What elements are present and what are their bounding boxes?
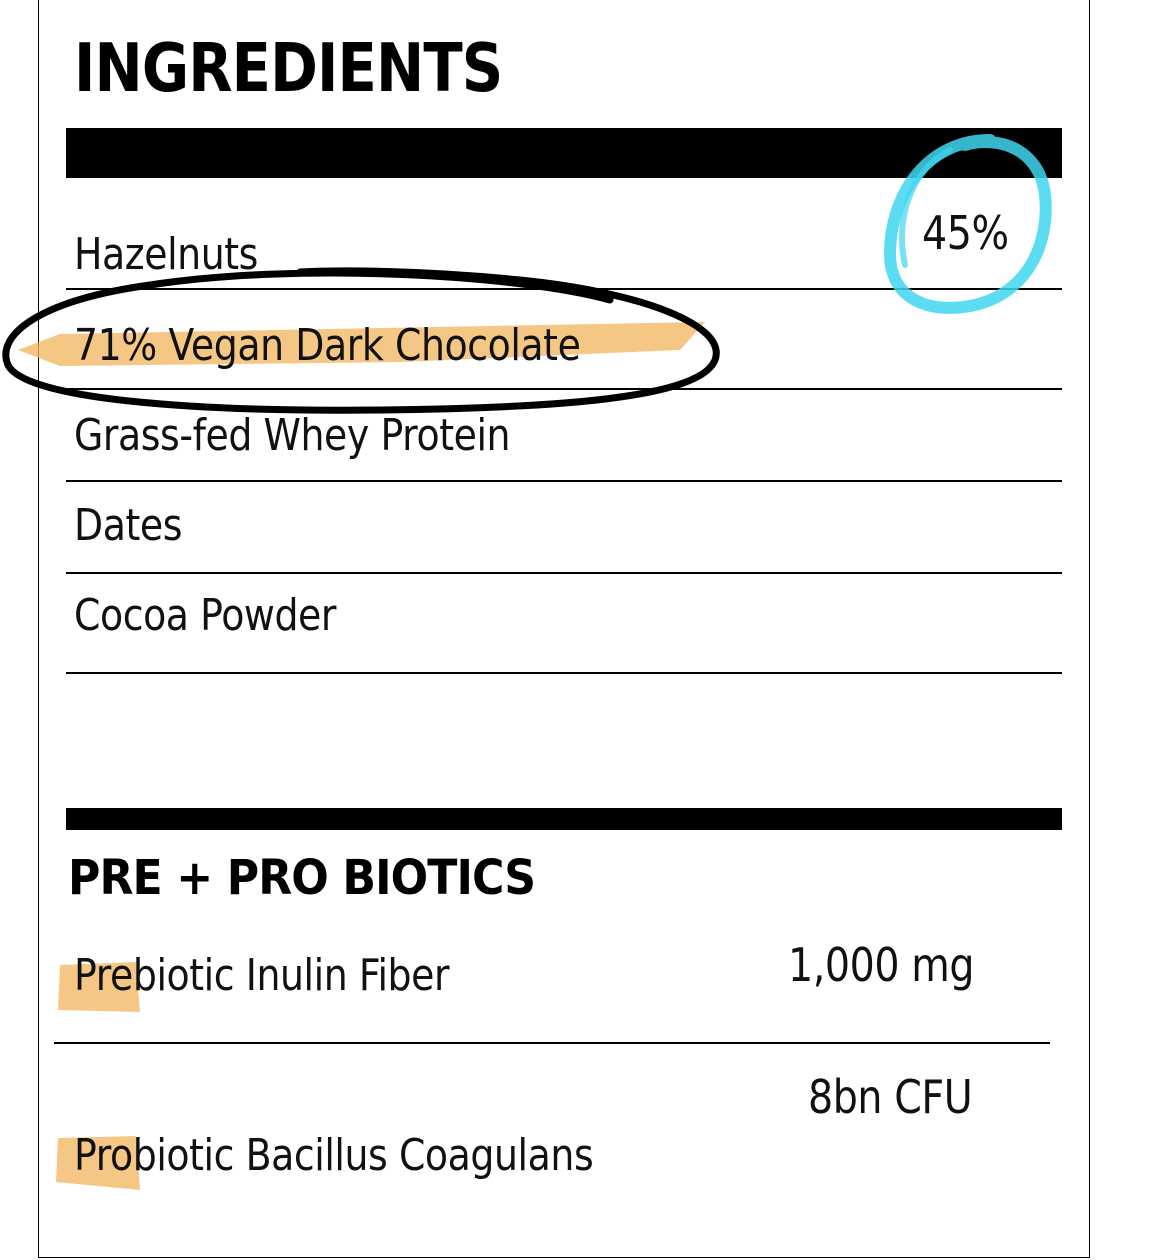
row-divider: [66, 288, 1062, 290]
ingredients-top-bar: [66, 128, 1062, 178]
row-divider: [66, 480, 1062, 482]
row-divider: [66, 572, 1062, 574]
row-divider: [66, 388, 1062, 390]
biotic-amount-prebiotic: 1,000 mg: [788, 938, 975, 992]
biotic-amount-probiotic: 8bn CFU: [808, 1070, 973, 1124]
ingredient-row-cocoa-powder: Cocoa Powder: [74, 590, 337, 641]
biotics-title: PRE + PRO BIOTICS: [68, 850, 536, 906]
biotic-row-probiotic: Probiotic Bacillus Coagulans: [74, 1130, 594, 1181]
ingredient-row-dark-chocolate: 71% Vegan Dark Chocolate: [74, 320, 581, 371]
ingredient-amount-hazelnuts: 45%: [922, 206, 1009, 260]
ingredient-row-dates: Dates: [74, 500, 183, 551]
ingredient-row-whey-protein: Grass-fed Whey Protein: [74, 410, 511, 461]
row-divider: [54, 1042, 1050, 1044]
ingredients-title: INGREDIENTS: [74, 30, 503, 108]
biotic-row-prebiotic: Prebiotic Inulin Fiber: [74, 950, 450, 1001]
row-divider: [66, 672, 1062, 674]
biotics-top-bar: [66, 808, 1062, 830]
ingredient-row-hazelnuts: Hazelnuts: [74, 229, 258, 280]
